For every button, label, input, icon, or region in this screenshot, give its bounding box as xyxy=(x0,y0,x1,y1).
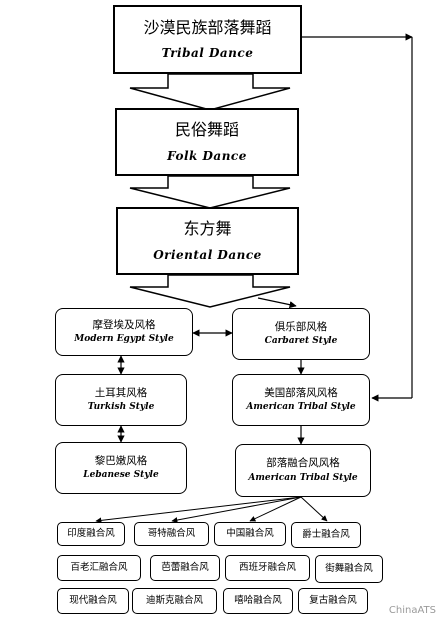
fusion-style-box: 迪斯克融合风 xyxy=(132,588,217,614)
folk-dance-en: Folk Dance xyxy=(167,148,247,163)
block-arrow-1 xyxy=(129,73,291,111)
right-side-link xyxy=(302,33,413,402)
modern-egypt-style-box: 摩登埃及风格 Modern Egypt Style xyxy=(55,308,193,356)
tribal-fusion-style-box: 部落融合风风格 American Tribal Style xyxy=(235,444,371,497)
fusion-style-box: 复古融合风 xyxy=(298,588,368,614)
fusion-style-box: 中国融合风 xyxy=(214,522,286,546)
fusion-fanout xyxy=(95,496,328,524)
fusion-style-box: 印度融合风 xyxy=(57,522,125,546)
american-tribal-zh: 美国部落风风格 xyxy=(264,386,338,399)
fusion-style-box: 现代融合风 xyxy=(57,588,129,614)
cabaret-zh: 俱乐部风格 xyxy=(274,320,328,333)
fusion-style-label: 现代融合风 xyxy=(69,594,117,606)
oriental-to-cabaret xyxy=(257,297,297,309)
oriental-dance-zh: 东方舞 xyxy=(183,219,232,239)
block-arrow-2 xyxy=(129,175,291,209)
tribal-dance-box: 沙漠民族部落舞蹈 Tribal Dance xyxy=(113,5,302,74)
cabaret-en: Carbaret Style xyxy=(264,336,338,347)
tribal-fusion-en: American Tribal Style xyxy=(248,472,358,483)
fusion-style-label: 复古融合风 xyxy=(309,594,357,606)
cabaret-style-box: 俱乐部风格 Carbaret Style xyxy=(232,308,370,360)
fusion-style-label: 西班牙融合风 xyxy=(238,561,296,573)
tribal-fusion-zh: 部落融合风风格 xyxy=(266,457,340,470)
fusion-style-box: 嘻哈融合风 xyxy=(223,588,293,614)
fusion-style-box: 街舞融合风 xyxy=(315,555,383,583)
modern-egypt-en: Modern Egypt Style xyxy=(74,334,174,345)
fusion-style-label: 街舞融合风 xyxy=(325,562,373,574)
folk-dance-box: 民俗舞蹈 Folk Dance xyxy=(115,108,299,176)
fusion-style-label: 迪斯克融合风 xyxy=(145,594,203,606)
fusion-style-label: 芭蕾融合风 xyxy=(161,561,209,573)
folk-dance-zh: 民俗舞蹈 xyxy=(174,120,239,140)
tribal-dance-zh: 沙漠民族部落舞蹈 xyxy=(143,17,272,37)
block-arrow-3 xyxy=(129,274,291,308)
fusion-style-label: 嘻哈融合风 xyxy=(234,594,282,606)
fusion-style-box: 爵士融合风 xyxy=(291,522,361,548)
fusion-style-label: 印度融合风 xyxy=(67,527,115,539)
fusion-style-label: 百老汇融合风 xyxy=(70,561,128,573)
turkish-en: Turkish Style xyxy=(87,402,155,413)
tribal-dance-en: Tribal Dance xyxy=(161,46,254,61)
fusion-style-box: 西班牙融合风 xyxy=(225,555,310,581)
turkish-style-box: 土耳其风格 Turkish Style xyxy=(55,374,187,426)
fusion-style-label: 中国融合风 xyxy=(226,527,274,539)
american-tribal-style-box: 美国部落风风格 American Tribal Style xyxy=(232,374,370,426)
fusion-style-box: 百老汇融合风 xyxy=(57,555,141,581)
modern-egypt-zh: 摩登埃及风格 xyxy=(92,318,156,331)
oriental-dance-box: 东方舞 Oriental Dance xyxy=(116,207,299,275)
oriental-dance-en: Oriental Dance xyxy=(153,247,262,262)
lebanese-style-box: 黎巴嫩风格 Lebanese Style xyxy=(55,442,187,494)
lebanese-zh: 黎巴嫩风格 xyxy=(94,454,148,467)
fusion-style-label: 爵士融合风 xyxy=(302,528,350,540)
fusion-style-box: 哥特融合风 xyxy=(134,522,209,546)
fusion-style-label: 哥特融合风 xyxy=(147,527,196,539)
watermark: ChinaATS xyxy=(388,605,436,616)
fusion-style-box: 芭蕾融合风 xyxy=(150,555,220,581)
american-tribal-en: American Tribal Style xyxy=(246,402,356,413)
lebanese-en: Lebanese Style xyxy=(83,470,159,481)
turkish-zh: 土耳其风格 xyxy=(94,386,148,399)
